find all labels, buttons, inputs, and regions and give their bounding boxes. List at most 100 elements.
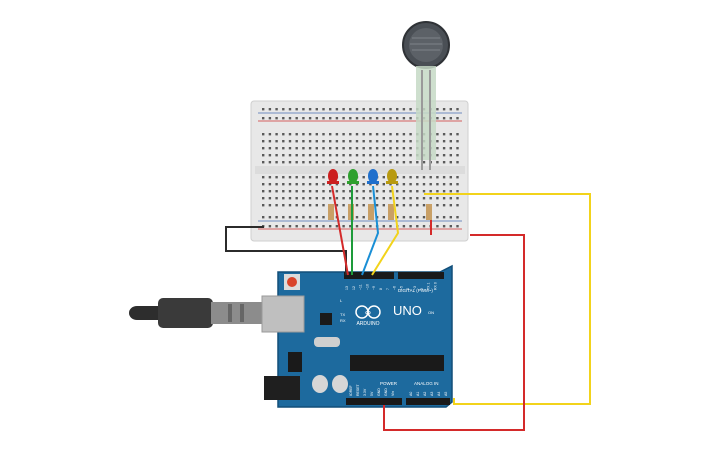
breadboard-hole — [456, 108, 459, 111]
breadboard-hole — [282, 140, 285, 143]
breadboard-hole — [362, 204, 365, 207]
breadboard-hole — [436, 225, 439, 228]
breadboard-hole — [275, 197, 278, 200]
breadboard-hole — [442, 204, 446, 207]
breadboard-hole — [402, 108, 406, 111]
leds — [327, 169, 398, 184]
breadboard-hole — [362, 140, 365, 143]
breadboard-hole — [382, 161, 385, 164]
breadboard-hole — [389, 140, 392, 143]
breadboard-hole — [349, 183, 352, 186]
breadboard-hole — [295, 176, 298, 179]
breadboard-hole — [389, 117, 392, 120]
breadboard-hole — [262, 133, 265, 136]
breadboard-hole — [362, 183, 365, 186]
breadboard-hole — [282, 197, 285, 200]
breadboard-hole — [315, 183, 318, 186]
breadboard-hole — [322, 117, 325, 120]
breadboard-hole — [335, 108, 339, 111]
breadboard-hole — [456, 225, 459, 228]
breadboard-hole — [369, 225, 372, 228]
breadboard-hole — [396, 133, 399, 136]
wire-blue-led — [361, 185, 380, 276]
breadboard-hole — [456, 161, 459, 164]
breadboard-hole — [369, 197, 372, 200]
breadboard-hole — [422, 190, 426, 193]
rx-label: RX — [340, 318, 346, 323]
breadboard-hole — [362, 154, 365, 157]
breadboard-hole — [442, 183, 446, 186]
breadboard-hole — [288, 140, 292, 143]
breadboard-hole — [349, 154, 352, 157]
breadboard-hole — [335, 140, 339, 143]
digital-pin-label: 12 — [352, 286, 356, 290]
resistor — [388, 204, 394, 220]
breadboard-hole — [449, 133, 452, 136]
breadboard-hole — [268, 225, 272, 228]
breadboard-hole — [315, 117, 318, 120]
breadboard-hole — [456, 183, 459, 186]
breadboard-hole — [262, 147, 265, 150]
breadboard-hole — [362, 117, 365, 120]
led-l-label: L — [340, 298, 343, 303]
breadboard-hole — [362, 216, 365, 219]
breadboard-hole — [308, 147, 312, 150]
breadboard-hole — [308, 133, 312, 136]
breadboard-hole — [295, 216, 298, 219]
breadboard-hole — [349, 108, 352, 111]
power-pin-label: 3.3V — [363, 388, 367, 396]
breadboard-hole — [322, 133, 325, 136]
breadboard-hole — [335, 154, 339, 157]
breadboard-hole — [402, 216, 406, 219]
breadboard-hole — [409, 176, 412, 179]
breadboard-hole — [295, 133, 298, 136]
wires — [225, 185, 591, 431]
breadboard-hole — [442, 216, 446, 219]
breadboard-hole — [349, 140, 352, 143]
uno-label: UNO — [393, 303, 422, 318]
breadboard-hole — [396, 197, 399, 200]
breadboard-hole — [302, 183, 305, 186]
breadboard-hole — [275, 147, 278, 150]
breadboard-hole — [288, 154, 292, 157]
digital-pin-label: ~11 — [359, 284, 363, 290]
breadboard-hole — [369, 140, 372, 143]
breadboard-hole — [282, 190, 285, 193]
breadboard-hole — [449, 176, 452, 179]
breadboard-hole — [369, 147, 372, 150]
breadboard-hole — [295, 225, 298, 228]
breadboard-hole — [308, 216, 312, 219]
breadboard-hole — [335, 197, 339, 200]
breadboard-hole — [409, 161, 412, 164]
breadboard-hole — [362, 133, 365, 136]
breadboard-hole — [382, 190, 385, 193]
breadboard-hole — [355, 183, 359, 186]
breadboard-hole — [422, 216, 426, 219]
breadboard-hole — [442, 117, 446, 120]
breadboard-hole — [335, 190, 339, 193]
digital-pin-label: 7 — [386, 288, 390, 290]
breadboard-hole — [315, 197, 318, 200]
breadboard-hole — [402, 225, 406, 228]
breadboard-hole — [275, 176, 278, 179]
breadboard-hole — [416, 176, 419, 179]
breadboard-hole — [375, 197, 379, 200]
breadboard-hole — [382, 225, 385, 228]
breadboard-hole — [449, 225, 452, 228]
breadboard-hole — [315, 133, 318, 136]
breadboard-hole — [429, 176, 432, 179]
breadboard-hole — [449, 161, 452, 164]
breadboard-hole — [449, 204, 452, 207]
breadboard-hole — [436, 154, 439, 157]
digital-pin-label: ~9 — [372, 286, 376, 290]
breadboard-hole — [282, 154, 285, 157]
breadboard-hole — [355, 216, 359, 219]
breadboard-hole — [335, 133, 339, 136]
breadboard-hole — [402, 176, 406, 179]
breadboard-hole — [442, 197, 446, 200]
breadboard-hole — [456, 176, 459, 179]
breadboard-hole — [275, 204, 278, 207]
breadboard-hole — [335, 204, 339, 207]
